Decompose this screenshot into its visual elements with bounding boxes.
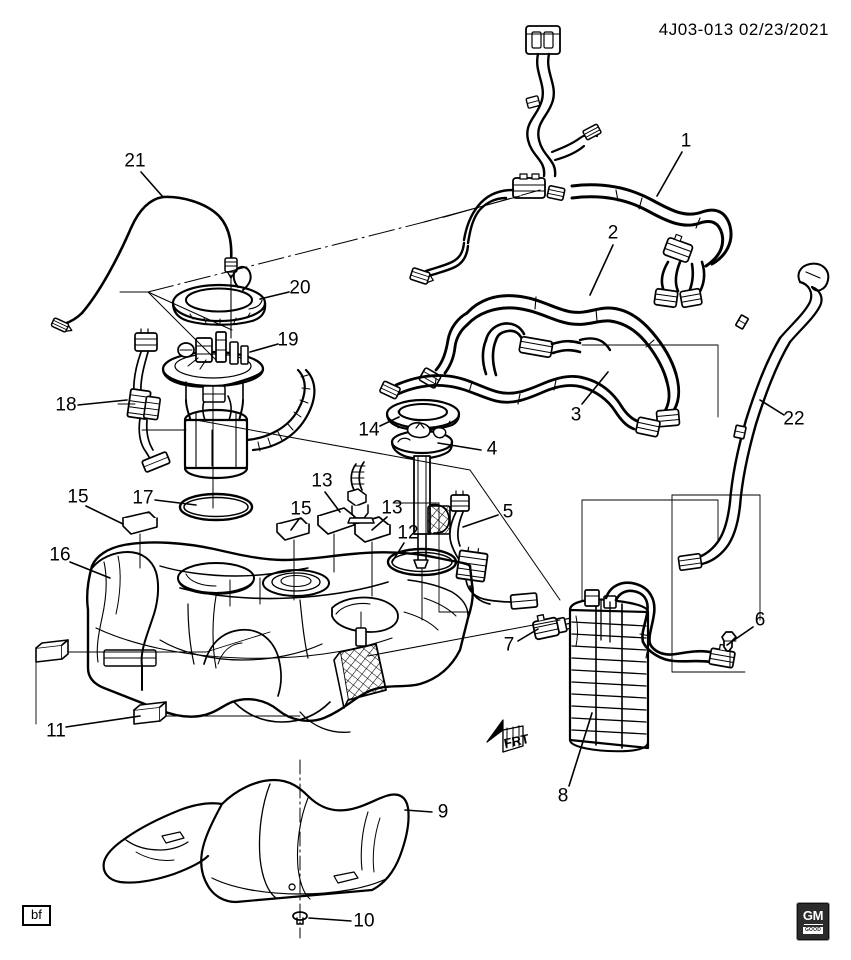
callout-17: 17 [132, 487, 154, 509]
leader-line-15b [290, 518, 300, 531]
callout-1: 1 [680, 130, 692, 152]
part-fuel-line-upper [418, 294, 681, 428]
sheet-corner-tag: bf [22, 905, 51, 926]
gm-logo: GM GOOD [797, 903, 829, 940]
callout-7: 7 [503, 634, 515, 656]
leader-line-17 [154, 499, 197, 506]
leader-line-1 [656, 151, 683, 197]
gm-logo-sublabel: GOOD [802, 927, 824, 934]
callout-20: 20 [289, 277, 311, 299]
svg-text:FRT: FRT [503, 731, 531, 751]
part-tank-pad-a [122, 511, 158, 569]
leader-line-16 [69, 561, 111, 579]
leader-line-6 [726, 626, 754, 646]
leader-line-8 [568, 712, 593, 787]
leader-line-13b [371, 516, 388, 531]
part-pump-wiring-harness [117, 328, 187, 473]
callout-21: 21 [124, 150, 146, 172]
callout-13: 13 [311, 470, 333, 492]
leader-line-5 [462, 514, 499, 528]
callout-8: 8 [557, 785, 569, 807]
callout-leaders [65, 151, 785, 922]
part-heat-shield [102, 759, 410, 939]
part-fuel-tank [86, 541, 474, 733]
part-insulator-block-a [317, 507, 355, 573]
leader-line-4 [437, 442, 482, 451]
part-retainer-clip [721, 631, 737, 669]
callout-12: 12 [397, 522, 419, 544]
callout-15b: 15 [290, 498, 312, 520]
leader-line-7 [517, 628, 539, 642]
callout-22: 22 [783, 408, 805, 430]
leader-line-14 [379, 416, 400, 427]
part-fuel-line-lower [379, 322, 661, 438]
leader-line-22 [759, 399, 785, 416]
leader-line-11 [65, 715, 141, 728]
callout-13b: 13 [381, 497, 403, 519]
leader-line-10 [308, 917, 352, 922]
callout-16: 16 [49, 544, 71, 566]
leader-line-13 [324, 491, 341, 513]
frt-direction-marker: FRT [486, 719, 531, 753]
part-tank-bracket [347, 461, 375, 524]
part-fuel-filler-pipe [581, 262, 830, 673]
callout-10: 10 [353, 910, 375, 932]
drawing-code: 4J03-013 02/23/2021 [658, 20, 829, 39]
part-fuel-pump-module [161, 331, 316, 509]
part-fuel-line-assembly [409, 25, 733, 309]
callout-2: 2 [607, 222, 619, 244]
part-strap-pad-a [35, 639, 69, 725]
callout-18: 18 [55, 394, 77, 416]
callout-11: 11 [46, 720, 66, 742]
leader-line-9 [404, 809, 433, 813]
leader-line-3 [581, 371, 609, 405]
part-tank-pad-b [276, 517, 310, 601]
part-lock-ring-pump [171, 265, 267, 326]
callout-19: 19 [277, 329, 299, 351]
part-strap-pad-b [133, 701, 167, 725]
part-wiring-jumper [392, 490, 539, 613]
leader-line-2 [589, 244, 614, 296]
leader-line-21 [140, 171, 164, 198]
leader-line-15 [85, 505, 124, 525]
callout-3: 3 [570, 404, 582, 426]
part-evap-canister [568, 581, 736, 753]
leader-line-12 [391, 542, 405, 563]
leader-line-20 [259, 291, 290, 300]
part-shield-bolt [292, 911, 308, 925]
callout-15: 15 [67, 486, 89, 508]
assembly-guide-lines [119, 189, 561, 657]
part-pump-seal-ring [178, 492, 254, 522]
callout-4: 4 [486, 438, 498, 460]
part-tank-strainer [333, 611, 387, 709]
gm-logo-wordmark: GM [802, 908, 824, 923]
callout-9: 9 [437, 801, 449, 823]
leader-line-19 [249, 343, 279, 353]
leader-line-18 [77, 399, 128, 406]
callout-5: 5 [502, 501, 514, 523]
part-fuel-level-sensor [390, 422, 454, 621]
part-vent-hose [50, 195, 238, 339]
callout-14: 14 [358, 419, 380, 441]
gm-logo-rule [803, 924, 823, 925]
callout-6: 6 [754, 609, 766, 631]
